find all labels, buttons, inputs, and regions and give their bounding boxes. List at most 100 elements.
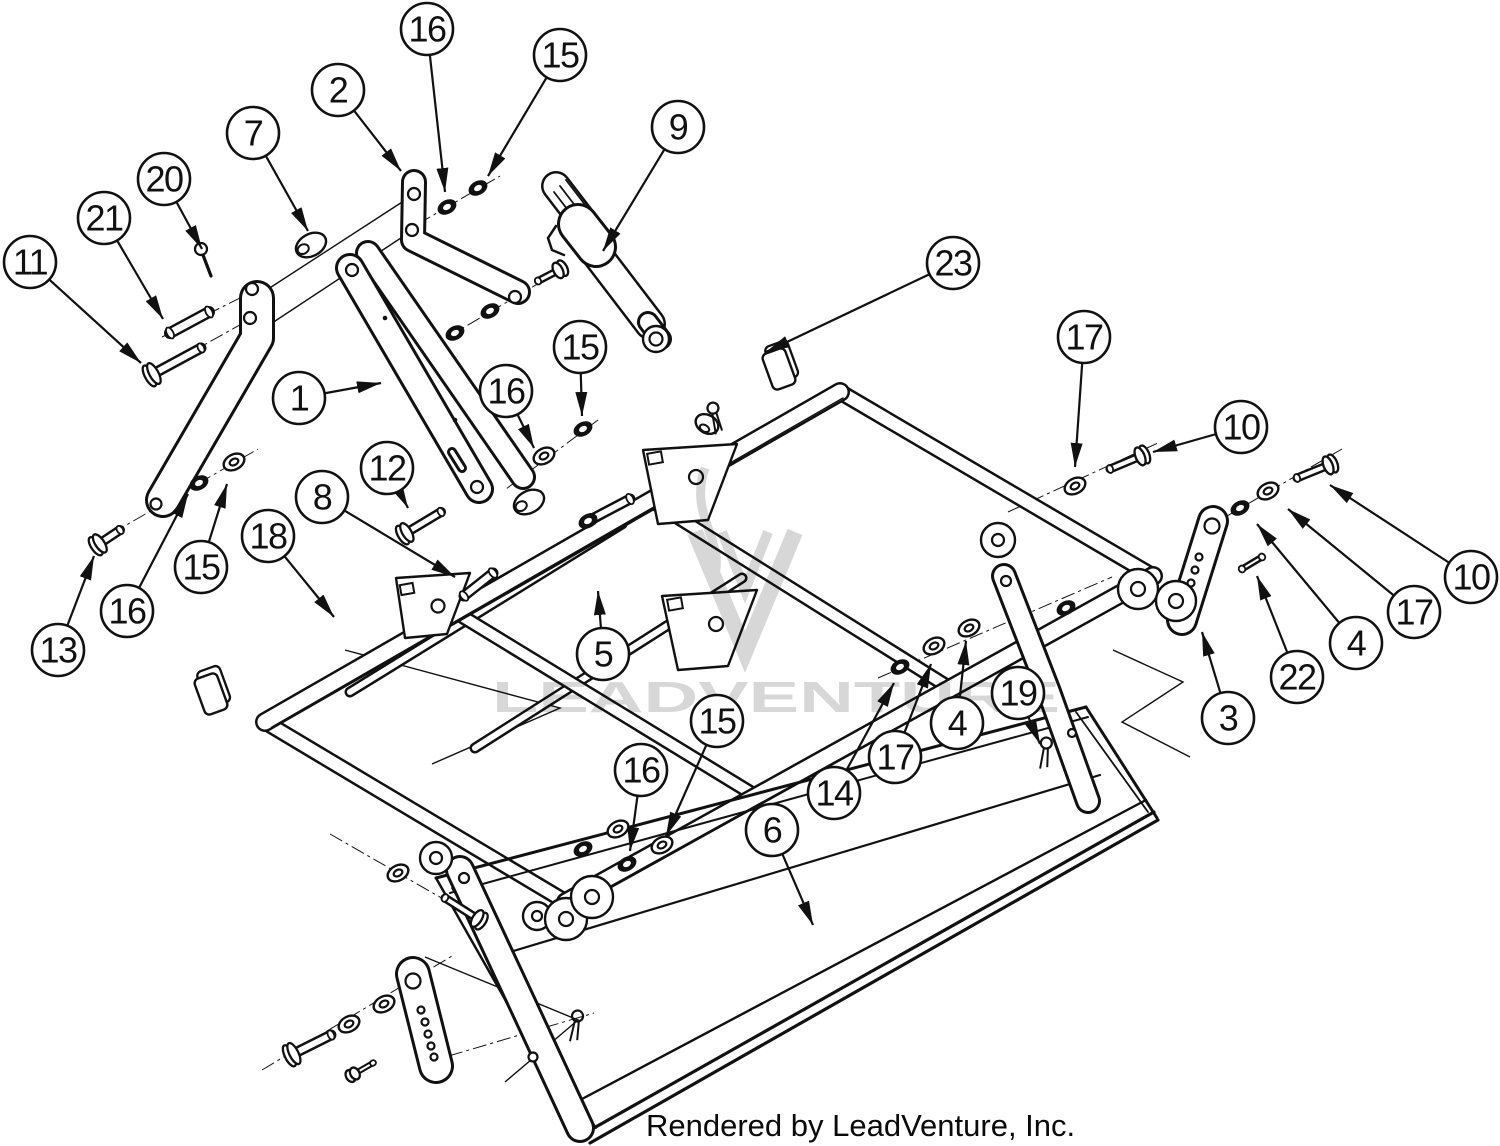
- callout-3-32[interactable]: 3: [1200, 631, 1256, 746]
- balloon-circle: [1443, 549, 1499, 605]
- balloon-circle: [744, 802, 800, 858]
- leader-line: [1287, 508, 1394, 596]
- balloon-number: 18: [249, 516, 287, 557]
- callout-13-19[interactable]: 13: [30, 555, 96, 678]
- nut: [189, 475, 209, 491]
- callout-5-20[interactable]: 5: [575, 590, 631, 682]
- leader-line: [765, 273, 930, 353]
- callout-4-30[interactable]: 4: [1256, 523, 1384, 671]
- balloon-circle: [30, 622, 86, 678]
- callout-4-24[interactable]: 4: [929, 640, 985, 751]
- leader-line: [1070, 363, 1084, 468]
- balloon-number: 16: [622, 750, 660, 791]
- callout-16-0[interactable]: 16: [399, 1, 455, 193]
- balloon-number: 12: [368, 448, 406, 489]
- balloon-circle: [1269, 649, 1325, 705]
- balloon-number: 17: [1065, 317, 1103, 358]
- balloon-circle: [136, 151, 192, 207]
- watermark: LEADVENTURE: [492, 466, 1060, 722]
- callout-16-18[interactable]: 16: [99, 493, 189, 639]
- balloon-number: 8: [313, 477, 332, 518]
- leader-line: [325, 381, 382, 395]
- callout-18-16[interactable]: 18: [240, 508, 335, 618]
- callout-21-6[interactable]: 21: [76, 190, 164, 320]
- lock-nuts: [189, 180, 1250, 872]
- balloon-circle: [359, 440, 415, 496]
- nut: [1230, 500, 1250, 516]
- balloon-number: 16: [408, 9, 446, 50]
- balloon-circle: [173, 539, 229, 595]
- washer: [532, 446, 556, 466]
- callout-12-14[interactable]: 12: [359, 440, 415, 509]
- cotter-pin: [706, 401, 724, 435]
- cotter-pin: [569, 1009, 585, 1042]
- balloon-circle: [990, 665, 1046, 721]
- callout-6-21[interactable]: 6: [744, 802, 815, 926]
- callout-15-1[interactable]: 15: [487, 27, 588, 177]
- callout-17-29[interactable]: 17: [1287, 508, 1442, 640]
- nut: [1056, 600, 1076, 616]
- leader-line: [265, 156, 309, 232]
- callout-19-25[interactable]: 19: [990, 665, 1046, 745]
- balloon-number: 20: [145, 159, 183, 200]
- washer: [222, 452, 246, 472]
- leader-line: [138, 493, 189, 588]
- callout-16-27[interactable]: 16: [613, 742, 669, 852]
- footer-credit: Rendered by LeadVenture, Inc.: [646, 1108, 1075, 1143]
- callout-8-15[interactable]: 8: [294, 469, 456, 578]
- leader-line: [116, 240, 164, 320]
- balloon-number: 4: [948, 703, 967, 744]
- balloon-number: 1: [290, 378, 309, 419]
- leader-line: [284, 556, 335, 618]
- callout-10-28[interactable]: 10: [1329, 484, 1499, 605]
- leadventure-logo-flame-icon: [696, 466, 721, 580]
- balloon-circle: [929, 695, 985, 751]
- balloon-circle: [1386, 584, 1442, 640]
- balloon-circle: [478, 363, 534, 419]
- callout-9-4[interactable]: 9: [602, 99, 706, 252]
- washer: [922, 636, 946, 656]
- balloon-number: 10: [1452, 557, 1490, 598]
- leader-line: [664, 745, 708, 837]
- phantom-lines: [259, 194, 1191, 1083]
- leader-line: [487, 77, 548, 177]
- callout-15-17[interactable]: 15: [173, 483, 229, 595]
- leader-line: [1200, 631, 1222, 693]
- callout-7-3[interactable]: 7: [225, 105, 309, 232]
- leader-line: [575, 373, 588, 417]
- callout-15-11[interactable]: 15: [552, 319, 608, 417]
- washer: [650, 835, 674, 855]
- callout-2-2[interactable]: 2: [310, 62, 402, 172]
- balloon-circle: [2, 234, 58, 290]
- callout-1-13[interactable]: 1: [271, 370, 382, 426]
- balloon-number: 15: [541, 35, 579, 76]
- balloon-circle: [613, 742, 669, 798]
- balloon-circle: [1056, 309, 1112, 365]
- balloon-circle: [552, 319, 608, 375]
- balloon-circle: [310, 62, 366, 118]
- balloon-number: 10: [1222, 407, 1260, 448]
- nut: [445, 325, 465, 341]
- balloon-number: 13: [39, 630, 77, 671]
- callout-11-7[interactable]: 11: [2, 234, 142, 364]
- nut: [617, 856, 637, 872]
- callout-23-8[interactable]: 23: [765, 235, 981, 353]
- callout-17-9[interactable]: 17: [1056, 309, 1112, 468]
- callout-16-12[interactable]: 16: [478, 363, 535, 449]
- balloon-number: 14: [815, 773, 853, 814]
- leader-line: [66, 555, 96, 626]
- callout-22-31[interactable]: 22: [1255, 575, 1325, 705]
- nut: [480, 303, 500, 319]
- balloon-number: 9: [669, 107, 688, 148]
- callout-10-10[interactable]: 10: [1152, 399, 1269, 455]
- balloon-number: 23: [934, 243, 972, 284]
- leader-line: [957, 640, 970, 697]
- callout-20-5[interactable]: 20: [136, 151, 203, 250]
- callout-15-26[interactable]: 15: [664, 693, 745, 837]
- callout-17-23[interactable]: 17: [867, 663, 933, 785]
- nut: [468, 180, 488, 196]
- callout-14-22[interactable]: 14: [806, 682, 895, 821]
- balloon-circle: [532, 27, 588, 83]
